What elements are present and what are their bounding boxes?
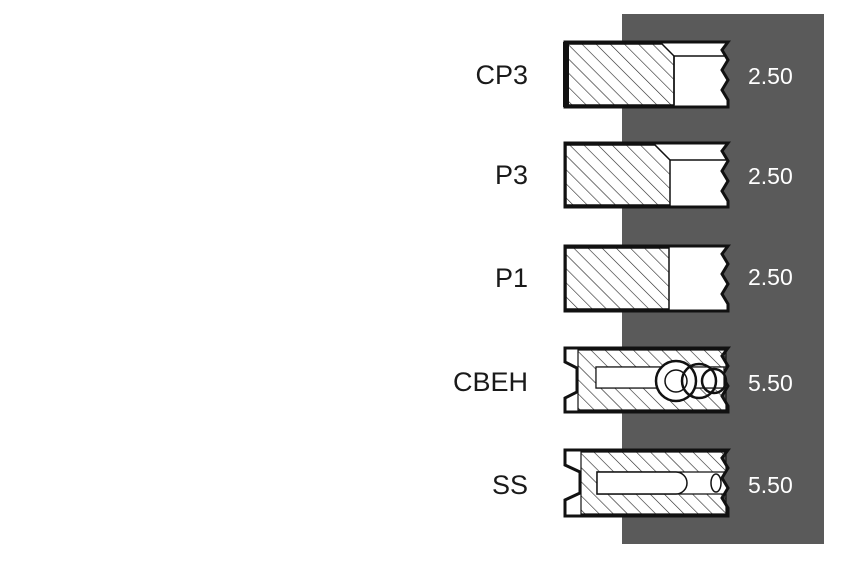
ring-value-ss: 5.50 [748,472,793,498]
ring-profile-cp3 [563,40,731,109]
ring-profile-p1 [563,244,731,313]
ring-label-ss: SS [491,470,528,500]
ring-value-cbeh: 5.50 [748,370,793,396]
ring-label-cbeh: CBEH [452,367,528,397]
ring-label-p3: P3 [494,160,528,190]
ring-profile-p3 [563,141,731,209]
ring-profile-ss [563,448,731,518]
ring-label-p1: P1 [494,263,528,293]
ring-profile-cbeh [563,346,731,414]
ring-label-cp3: CP3 [475,60,528,90]
ring-value-cp3: 2.50 [748,63,793,89]
ring-value-p3: 2.50 [748,163,793,189]
ring-value-p1: 2.50 [748,264,793,290]
